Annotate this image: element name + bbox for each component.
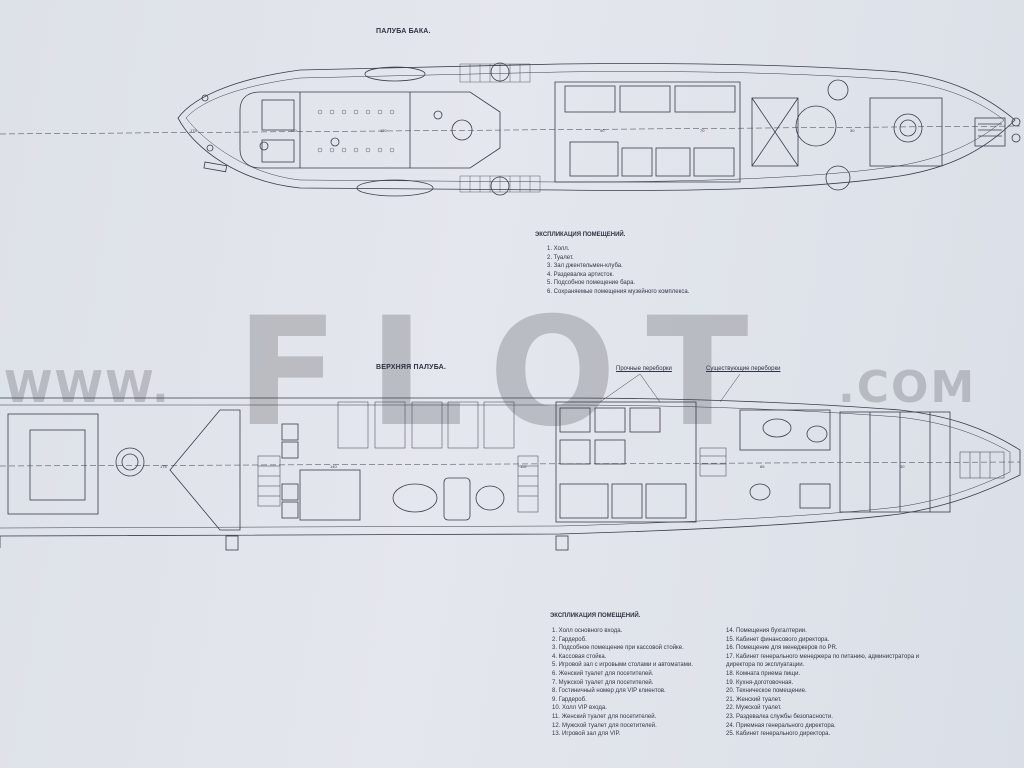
svg-text:90: 90 xyxy=(600,128,605,133)
upper-deck-title: ВЕРХНЯЯ ПАЛУБА. xyxy=(376,364,447,371)
legend-bottom-item: 3. Подсобное помещение при кассовой стой… xyxy=(552,645,684,652)
note-strong-bulkheads: Прочные переборки xyxy=(616,366,672,372)
upper-deck-plan xyxy=(0,397,1021,551)
legend-bottom-item: 13. Игровой зал для VIP. xyxy=(552,731,621,738)
svg-text:175: 175 xyxy=(190,128,197,133)
forecastle-deck-plan xyxy=(0,62,1021,197)
legend-bottom-item: 14. Помещения бухгалтерии. xyxy=(726,628,807,634)
legend-bottom-item: 16. Помещение для менеджеров по PR. xyxy=(726,645,838,652)
legend-bottom-item: 10. Холл VIP входа. xyxy=(552,705,607,712)
legend-top-item: 3. Зал джентельмен-клуба. xyxy=(547,263,623,270)
legend-top-item: 4. Раздевалка артисток. xyxy=(547,271,614,278)
svg-text:140: 140 xyxy=(330,464,337,469)
legend-bottom-item: 1. Холл основного входа. xyxy=(552,628,623,634)
forecastle-deck-title: ПАЛУБА БАКА. xyxy=(376,28,431,35)
legend-top-item: 6. Сохраняемые помещения музейного компл… xyxy=(547,288,690,295)
upper-hull-outline xyxy=(0,397,1021,537)
legend-bottom-item: 20. Техническое помещение. xyxy=(726,688,807,695)
legend-bottom-item: 21. Женский туалет. xyxy=(726,696,782,703)
lifeboat-bottom xyxy=(356,179,434,197)
lifeboat-top xyxy=(364,66,426,82)
note-existing-bulkheads: Существующие переборки xyxy=(706,366,781,372)
legend-bottom-item: 6. Женский туалет для посетителей. xyxy=(552,670,654,677)
legend-top-title: ЭКСПЛИКАЦИЯ ПОМЕЩЕНИЙ. xyxy=(535,232,626,238)
legend-bottom-item: 19. Кухня-доготовочная. xyxy=(726,679,794,686)
legend-bottom-item: 8. Гостиничный номер для VIP клиентов. xyxy=(552,688,666,695)
legend-bottom-item: 18. Комната приема пищи. xyxy=(726,670,801,677)
legend-bottom-item: 25. Кабинет генерального директора. xyxy=(726,731,831,738)
legend-bottom-item: 17. Кабинет генерального менеджера по пи… xyxy=(726,653,920,660)
svg-text:65: 65 xyxy=(760,464,765,469)
legend-top-item: 5. Подсобное помещение бара. xyxy=(547,280,636,287)
legend-bottom-item: 9. Гардероб. xyxy=(552,696,587,703)
svg-text:30: 30 xyxy=(850,128,855,133)
legend-bottom-item: 7. Мужской туалет для посетителей. xyxy=(552,679,654,686)
legend-top-list: 1. Холл. 2. Туалет. 3. Зал джентельмен-к… xyxy=(547,245,689,297)
legend-bottom-item: 24. Приемная генерального директора. xyxy=(726,722,836,729)
legend-bottom-col1: 1. Холл основного входа. 2. Гардероб. 3.… xyxy=(552,627,693,739)
legend-bottom-item: 23. Раздевалка службы безопасности. xyxy=(726,713,833,720)
legend-top-item: 2. Туалет. xyxy=(547,254,574,261)
svg-text:150: 150 xyxy=(290,128,297,133)
legend-bottom-item: 11. Женский туалет для посетителей. xyxy=(552,713,657,720)
legend-bottom-item: 5. Игровой зал с игровыми столами и авто… xyxy=(552,662,693,669)
svg-text:120: 120 xyxy=(380,128,387,133)
legend-bottom-item: 22. Мужской туалет. xyxy=(726,705,782,712)
svg-text:30: 30 xyxy=(900,464,905,469)
svg-text:110: 110 xyxy=(520,464,527,469)
forecastle-hull-outline xyxy=(177,63,1016,191)
svg-text:70: 70 xyxy=(700,128,705,133)
legend-bottom-item: 12. Мужской туалет для посетителей. xyxy=(552,722,657,729)
legend-bottom-item: 2. Гардероб. xyxy=(552,636,587,643)
legend-bottom-item: 15. Кабинет финансового директора. xyxy=(726,636,830,643)
legend-bottom-col2: 14. Помещения бухгалтерии. 15. Кабинет ф… xyxy=(726,627,919,739)
svg-text:175: 175 xyxy=(160,464,167,469)
legend-bottom-item: директора по эксплуатации. xyxy=(726,662,805,669)
legend-bottom-title: ЭКСПЛИКАЦИЯ ПОМЕЩЕНИЙ. xyxy=(550,613,641,619)
legend-bottom-item: 4. Кассовая стойка. xyxy=(552,653,607,660)
legend-top-item: 1. Холл. xyxy=(547,246,570,252)
